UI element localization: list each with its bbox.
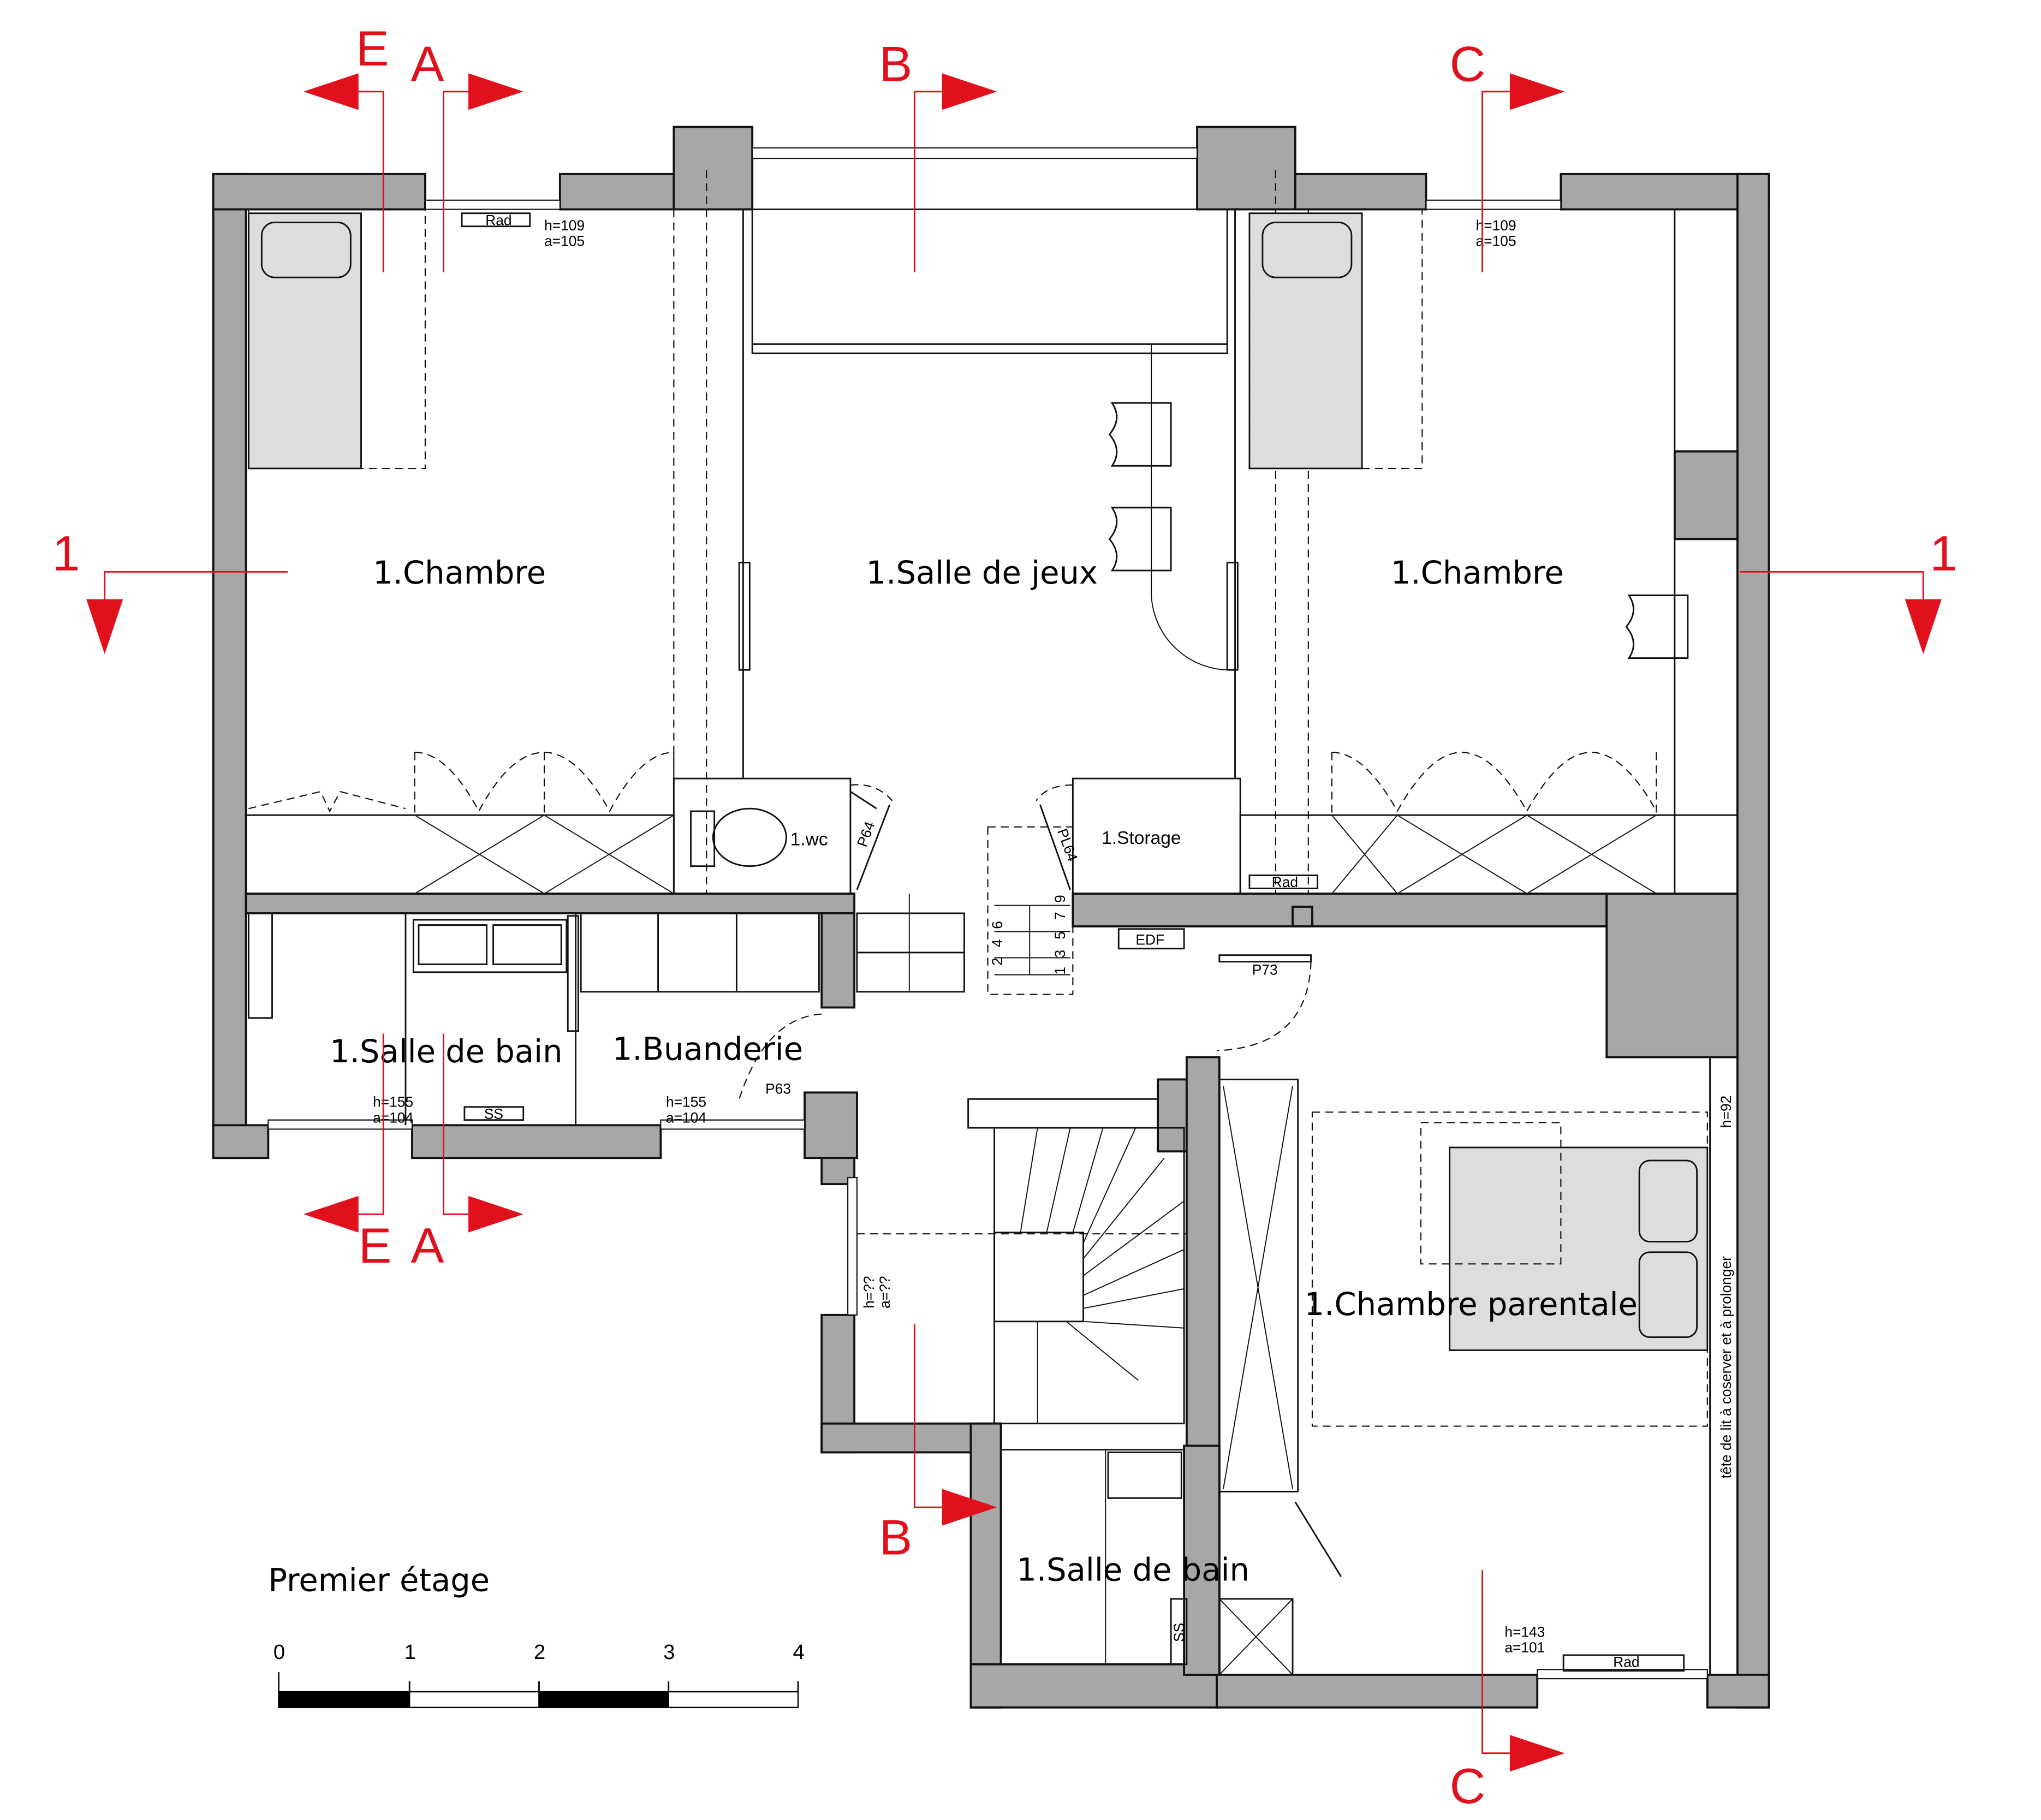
plan-title: Premier étage	[268, 1562, 490, 1599]
room-label-chambre-left: 1.Chambre	[373, 555, 546, 591]
room-label-chambre-right: 1.Chambre	[1391, 555, 1564, 591]
window-height-label: h=155	[666, 1094, 706, 1110]
window-height-label: h=155	[373, 1094, 413, 1110]
door-label-p63: P63	[765, 1081, 791, 1097]
stair-step: 5	[1052, 931, 1068, 939]
room-label-buanderie: 1.Buanderie	[612, 1031, 803, 1067]
section-label-1: 1	[1930, 526, 1957, 581]
headboard-note: tête de lit à coserver et à prolonger	[1718, 1256, 1734, 1479]
stair-step: 4	[989, 939, 1005, 948]
window-height-label: h=??	[861, 1276, 877, 1308]
window-sill-label: a=104	[666, 1109, 706, 1126]
section-label-e: E	[356, 21, 389, 76]
radiator-label: Rad	[1272, 874, 1298, 890]
window-height-label: h=143	[1504, 1623, 1545, 1640]
scale-tick-label: 2	[534, 1640, 545, 1664]
stair-step: 7	[1052, 912, 1068, 920]
window-sill-label: a=104	[373, 1109, 413, 1126]
shower-label: SS	[484, 1105, 503, 1122]
room-label-salle-de-jeux: 1.Salle de jeux	[866, 555, 1098, 591]
windows	[267, 147, 1708, 1680]
section-label-b: B	[879, 1510, 913, 1565]
section-label-e: E	[359, 1218, 392, 1274]
door-label-pl64: PL64	[1054, 826, 1081, 864]
room-label-storage: 1.Storage	[1102, 828, 1181, 848]
window-sill-label: a=105	[544, 233, 585, 249]
window-sill-label: a=101	[1504, 1639, 1545, 1656]
section-markers	[86, 73, 1942, 1772]
scale-tick-label: 3	[663, 1640, 675, 1664]
stair-step: 9	[1052, 895, 1068, 903]
door-label-p73: P73	[1252, 962, 1278, 978]
room-label-chambre-parentale: 1.Chambre parentale	[1305, 1286, 1638, 1323]
stair-step: 1	[1052, 967, 1068, 975]
stair-step: 2	[989, 957, 1005, 966]
window-height-label: h=109	[544, 217, 585, 234]
stair-step-numbers: 1 2 3 4 5 6 7 9	[989, 895, 1068, 974]
shower-label: SS	[1171, 1623, 1187, 1642]
edf-meter-label: EDF	[1135, 932, 1164, 948]
section-label-a: A	[411, 37, 444, 92]
scale-tick-label: 4	[793, 1640, 804, 1664]
section-label-c: C	[1450, 1759, 1486, 1814]
headboard-height-label: h=92	[1718, 1096, 1734, 1128]
walls	[212, 126, 1770, 1709]
interior-lines	[245, 170, 1739, 1676]
stair-step: 6	[989, 921, 1005, 929]
room-label-salle-de-bain-left: 1.Salle de bain	[330, 1033, 563, 1070]
scale-bar	[278, 1672, 799, 1709]
radiator-label: Rad	[485, 212, 511, 228]
scale-tick-label: 1	[404, 1640, 416, 1664]
section-label-b: B	[879, 37, 913, 92]
section-label-c: C	[1450, 37, 1486, 92]
radiator-label: Rad	[1613, 1654, 1639, 1670]
window-sill-label: a=??	[877, 1276, 893, 1308]
section-label-a: A	[411, 1218, 444, 1274]
scale-tick-label: 0	[273, 1640, 285, 1664]
section-label-1: 1	[52, 526, 80, 581]
stair-step: 3	[1052, 950, 1068, 958]
room-label-wc: 1.wc	[790, 829, 828, 849]
room-label-salle-de-bain-bottom: 1.Salle de bain	[1016, 1551, 1249, 1588]
